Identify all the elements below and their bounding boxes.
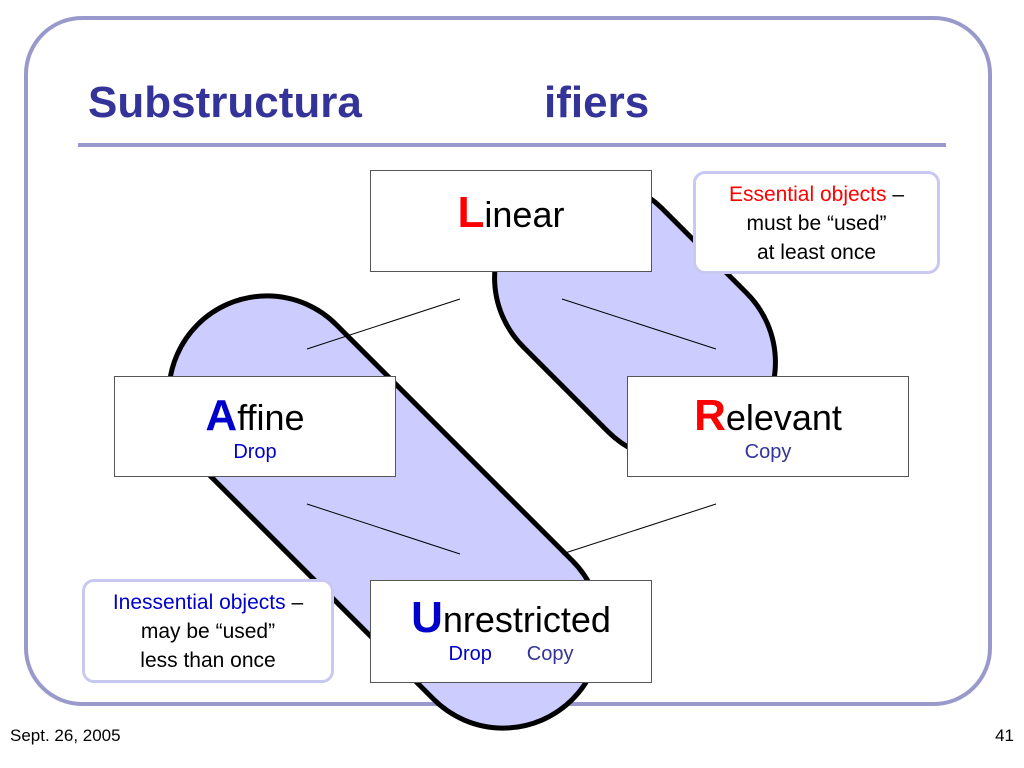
edge-relevant-unrestricted bbox=[561, 503, 717, 555]
unrestricted-node: Unrestricted Drop Copy bbox=[370, 580, 652, 683]
slide-title-left: Substructura bbox=[88, 78, 362, 127]
relevant-label: elevant bbox=[725, 397, 842, 438]
page-number: 41 bbox=[995, 726, 1014, 745]
unrestricted-copy-label: Copy bbox=[526, 643, 574, 665]
linear-node: Linear bbox=[370, 170, 652, 272]
affine-initial: A bbox=[205, 391, 238, 440]
title-rule bbox=[78, 143, 946, 147]
affine-drop-label: Drop bbox=[233, 441, 277, 463]
unrestricted-label: nrestricted bbox=[442, 599, 611, 640]
inessential-note-line3: less than once bbox=[140, 649, 276, 672]
inessential-note-dash: – bbox=[285, 591, 304, 614]
unrestricted-drop-label: Drop bbox=[448, 643, 492, 665]
edge-affine-linear bbox=[306, 298, 461, 350]
inessential-note-highlight: Inessential objects bbox=[112, 591, 286, 614]
edge-affine-unrestricted bbox=[306, 503, 461, 555]
unrestricted-initial: U bbox=[411, 593, 443, 642]
linear-initial: L bbox=[457, 188, 485, 237]
inessential-note-line2: may be “used” bbox=[140, 620, 276, 643]
essential-note-line2: must be “used” bbox=[746, 212, 887, 235]
affine-label: ffine bbox=[237, 397, 305, 438]
relevant-copy-label: Copy bbox=[744, 441, 792, 463]
essential-note-line3: at least once bbox=[756, 241, 877, 264]
inessential-objects-note: Inessential objects – may be “used” less… bbox=[82, 579, 334, 683]
footer-date: Sept. 26, 2005 bbox=[10, 726, 121, 745]
essential-objects-note: Essential objects – must be “used” at le… bbox=[693, 171, 940, 274]
linear-label: inear bbox=[484, 194, 565, 235]
affine-node: Affine Drop bbox=[114, 376, 396, 477]
essential-note-dash: – bbox=[886, 183, 905, 206]
essential-note-highlight: Essential objects bbox=[728, 183, 887, 206]
edge-linear-relevant bbox=[561, 298, 717, 350]
slide-title-right: ifiers bbox=[544, 78, 650, 127]
relevant-node: Relevant Copy bbox=[627, 376, 909, 477]
relevant-initial: R bbox=[694, 391, 726, 440]
